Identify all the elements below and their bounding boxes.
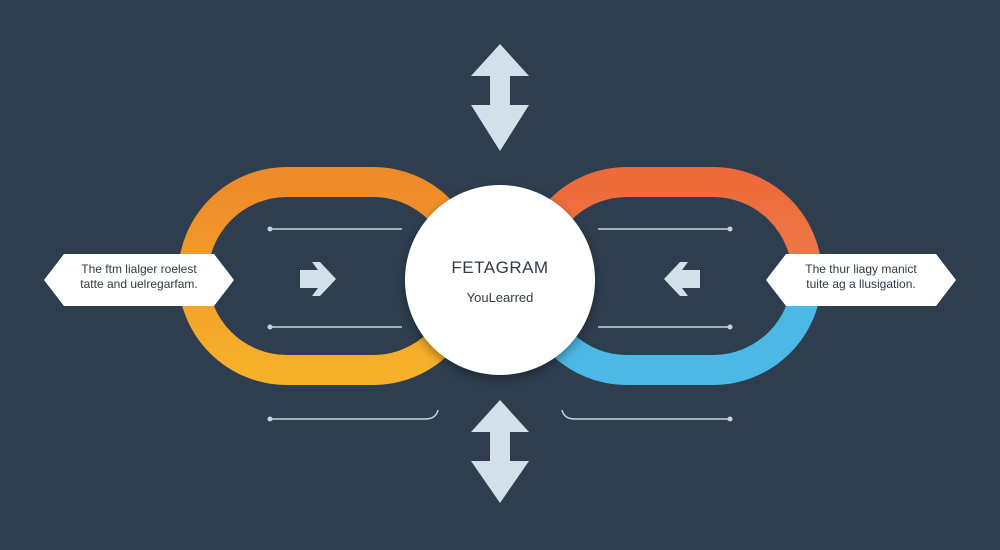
bottom-lines [267,409,733,422]
right-label-shape [766,254,956,306]
center-subtitle: YouLearred [466,290,534,305]
chevron-right-icon [300,262,336,296]
right-label-line2: tuite ag a llusigation. [806,277,916,291]
right-inner-lines [598,226,733,330]
center-circle [405,185,595,375]
left-label-line2: tatte and uelregarfam. [80,277,198,291]
left-label-shape [44,254,234,306]
left-label-line1: The ftm lialger roelest [81,262,197,276]
right-label: The thur liagy manict tuite ag a llusiga… [786,262,936,292]
chevron-left-icon [664,262,700,296]
double-arrow-vertical-icon [471,44,529,151]
double-arrow-vertical-icon [471,400,529,503]
right-label-line1: The thur liagy manict [805,262,917,276]
center-title: FETAGRAM [451,258,549,277]
left-label: The ftm lialger roelest tatte and uelreg… [64,262,214,292]
left-inner-lines [267,226,402,330]
